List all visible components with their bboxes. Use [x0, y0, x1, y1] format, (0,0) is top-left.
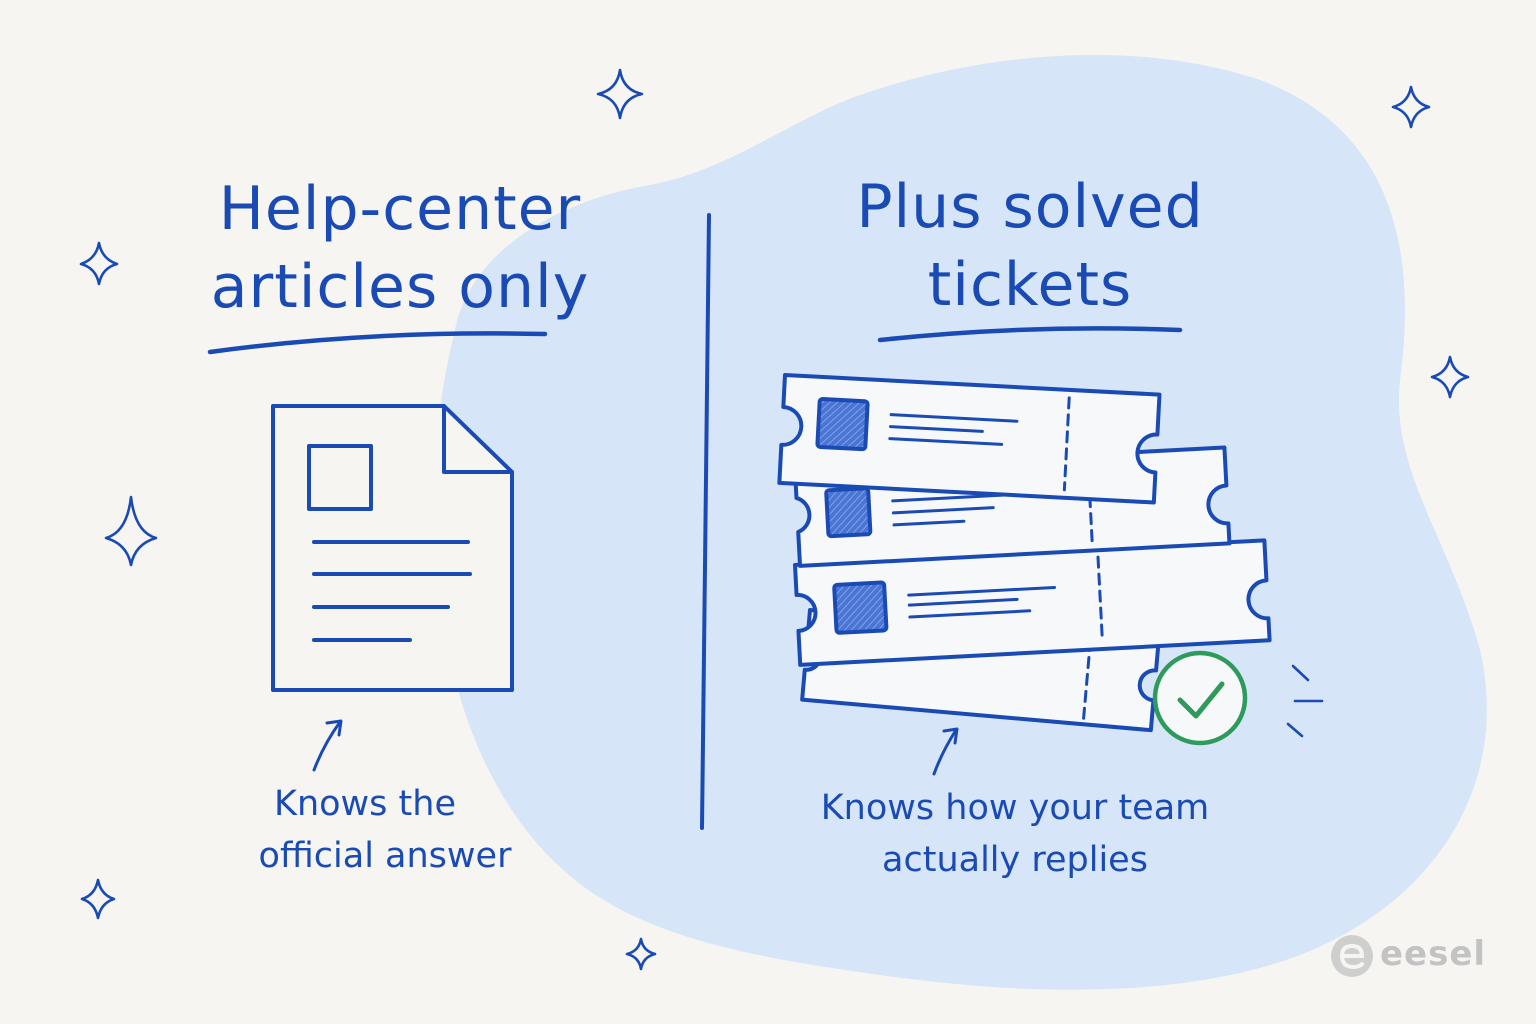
sparkle-icon: [80, 878, 116, 920]
ticket-stack-icon: [777, 373, 1272, 733]
right-caption-line-1: Knows how your team: [820, 788, 1210, 828]
right-caption: Knows how your team actually replies: [790, 782, 1240, 886]
document-icon: [271, 404, 514, 692]
left-caption-line-2: official answer: [258, 836, 512, 876]
right-caption-line-2: actually replies: [882, 840, 1148, 880]
left-title-line-2: articles only: [210, 252, 590, 322]
sparkle-rays-icon: [1286, 664, 1324, 738]
right-title-line-1: Plus solved: [856, 172, 1204, 242]
center-divider: [700, 213, 711, 830]
checkmark-icon: [1152, 650, 1248, 746]
sparkle-icon: [1391, 85, 1431, 129]
sparkle-icon: [104, 495, 158, 567]
ticket: [777, 373, 1162, 505]
left-title: Help-center articles only: [160, 170, 640, 326]
eesel-logo-icon: [1331, 935, 1373, 977]
right-title: Plus solved tickets: [800, 168, 1260, 324]
arrow-up-icon: [932, 727, 959, 776]
sparkle-icon: [625, 937, 657, 971]
sparkle-icon: [1430, 355, 1470, 399]
left-title-underline: [207, 331, 548, 355]
arrow-up-icon: [312, 719, 343, 772]
sparkle-icon: [79, 241, 119, 286]
right-title-underline: [877, 326, 1183, 343]
left-caption: Knows the official answer: [200, 778, 570, 882]
brand-name: eesel: [1380, 934, 1487, 974]
ticket: [793, 538, 1272, 667]
right-title-line-2: tickets: [927, 250, 1133, 320]
brand-logo: eesel: [1380, 934, 1486, 974]
left-title-line-1: Help-center: [218, 174, 582, 244]
left-caption-line-1: Knows the: [274, 784, 456, 824]
sparkle-icon: [596, 68, 644, 120]
